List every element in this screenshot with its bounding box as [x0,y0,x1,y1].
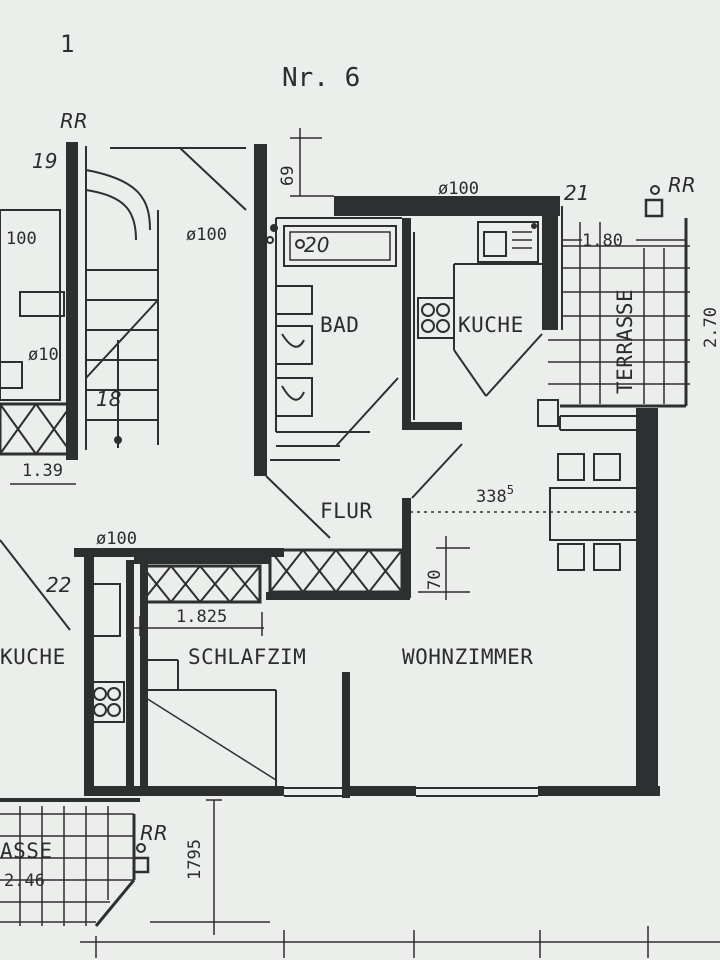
dim-270: 2.70 [701,307,720,348]
pipe-100-hall: ø100 [96,529,137,549]
room-kueche: KUCHE [458,313,524,337]
terrace-right [548,185,690,408]
terrace-bottom-left [0,798,150,927]
room-kueche-left: KUCHE [0,645,66,669]
page-number: 1 [60,30,74,58]
room-flur: FLUR [320,499,373,523]
marker-22: 22 [46,573,71,597]
room-bad: BAD [320,313,359,337]
fixture-label-20: 20 [304,233,329,257]
dim-139: 1.39 [22,461,63,481]
left-apartment [0,209,284,786]
room-terrasse-left: ASSE [0,839,53,863]
dining-table [537,399,639,571]
kitchen-fixtures [417,221,539,339]
marker-18: 18 [96,387,121,411]
dim-246: 2.46 [4,871,45,891]
dim-3385: 3385 [476,483,514,507]
staircase [66,142,247,460]
unit-walls [84,144,660,798]
marker-rr-top-left: RR [60,109,88,133]
plan-title: Nr. 6 [282,63,360,93]
room-schlafzimmer: SCHLAFZIM [188,645,306,669]
dim-70: 70 [425,570,445,590]
dim-1825: 1.825 [176,607,227,627]
pipe-100-top: ø100 [438,179,479,199]
pipe-100-mid: ø100 [186,225,227,245]
marker-19: 19 [32,149,57,173]
marker-rr-top-right: RR [668,173,696,197]
pipe-left-10: ø10 [28,345,59,365]
bathroom-fixtures [266,224,397,417]
window-bedroom [140,564,262,604]
dim-1795: 1795 [185,839,205,880]
marker-21: 21 [564,181,589,205]
dim-69: 69 [278,166,298,186]
pipe-left-100: 100 [6,229,37,249]
dimension-lines [132,128,640,636]
room-wohnzimmer: WOHNZIMMER [402,645,533,669]
window-hall [268,548,404,594]
dim-180: 1.80 [582,231,623,251]
room-terrasse: TERRASSE [613,289,637,394]
marker-rr-bottom: RR [140,821,168,845]
